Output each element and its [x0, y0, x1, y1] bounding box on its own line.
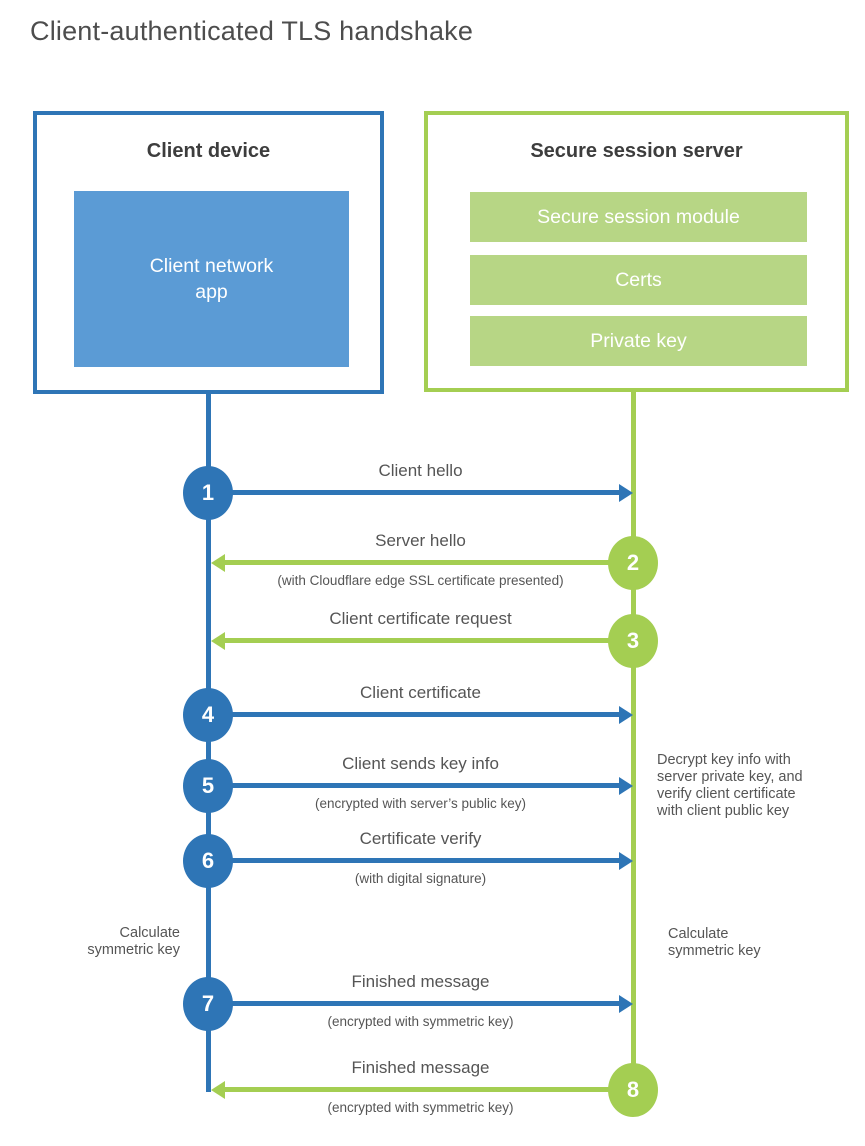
decrypt-key-note: Decrypt key info with server private key…	[657, 752, 803, 819]
server-module-bar-private-key: Private key	[470, 316, 807, 366]
step-8-badge: 8	[608, 1063, 658, 1117]
server-module-bar-secure-session-module: Secure session module	[470, 192, 807, 242]
step-5-badge: 5	[183, 759, 233, 813]
secure-session-server-box: Secure session server Secure session mod…	[424, 111, 849, 392]
step-2-sublabel: (with Cloudflare edge SSL certificate pr…	[277, 573, 564, 588]
server-module-bar-certs: Certs	[470, 255, 807, 305]
page-title: Client-authenticated TLS handshake	[30, 16, 474, 46]
step-4-label: Client certificate	[360, 683, 481, 702]
server-lifeline	[631, 390, 636, 1093]
step-5-arrowhead	[619, 777, 633, 795]
step-6-arrowhead	[619, 852, 633, 870]
step-7-badge: 7	[183, 977, 233, 1031]
step-1-arrowhead	[619, 484, 633, 502]
step-5-number: 5	[201, 773, 215, 798]
step-1-label: Client hello	[378, 461, 463, 480]
step-5-label: Client sends key info	[342, 754, 499, 773]
step-4-arrowhead	[619, 706, 633, 724]
step-7-number: 7	[201, 991, 215, 1016]
step-8-sublabel: (encrypted with symmetric key)	[327, 1100, 514, 1115]
client-device-box: Client device Client network app	[33, 111, 384, 394]
step-4-arrow	[232, 712, 620, 717]
step-8-arrow	[224, 1087, 609, 1092]
step-7-arrow	[232, 1001, 620, 1006]
step-1-arrow	[232, 490, 620, 495]
calculate-symmetric-key-note-client: Calculate symmetric key	[87, 925, 180, 958]
step-4-number: 4	[201, 702, 215, 727]
step-5-arrow	[232, 783, 620, 788]
step-2-badge: 2	[608, 536, 658, 590]
step-7-sublabel: (encrypted with symmetric key)	[327, 1014, 514, 1029]
step-3-number: 3	[626, 628, 640, 653]
step-5-sublabel: (encrypted with server’s public key)	[314, 796, 527, 811]
step-8-arrowhead	[211, 1081, 225, 1099]
step-3-label: Client certificate request	[329, 609, 512, 628]
step-3-arrow	[224, 638, 609, 643]
step-2-number: 2	[626, 550, 640, 575]
step-7-label: Finished message	[351, 972, 490, 991]
step-2-arrow	[224, 560, 609, 565]
step-6-sublabel: (with digital signature)	[354, 871, 487, 886]
client-lifeline	[206, 392, 211, 1092]
step-3-arrowhead	[211, 632, 225, 650]
step-6-label: Certificate verify	[359, 829, 482, 848]
step-1-number: 1	[201, 480, 215, 505]
step-6-arrow	[232, 858, 620, 863]
server-title: Secure session server	[530, 140, 743, 162]
step-1-badge: 1	[183, 466, 233, 520]
client-device-title: Client device	[146, 140, 271, 162]
step-4-badge: 4	[183, 688, 233, 742]
calculate-symmetric-key-note-server: Calculate symmetric key	[668, 926, 761, 959]
step-8-number: 8	[626, 1077, 640, 1102]
step-8-label: Finished message	[351, 1058, 490, 1077]
step-7-arrowhead	[619, 995, 633, 1013]
client-network-app-box: Client network app	[74, 191, 349, 367]
step-3-badge: 3	[608, 614, 658, 668]
step-6-badge: 6	[183, 834, 233, 888]
step-2-arrowhead	[211, 554, 225, 572]
step-2-label: Server hello	[375, 531, 466, 550]
step-6-number: 6	[201, 848, 215, 873]
